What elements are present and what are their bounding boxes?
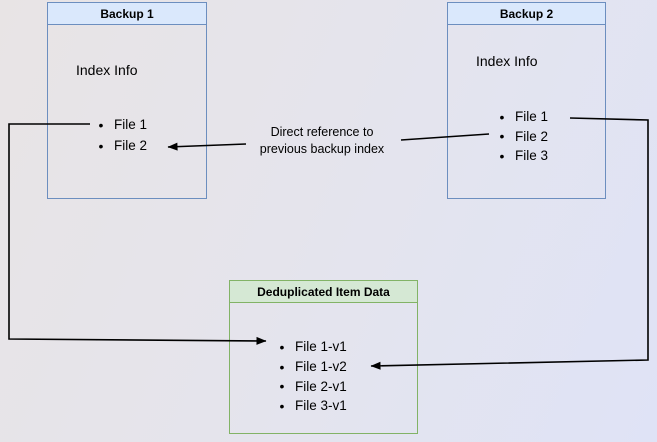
backup2-header: Backup 2	[448, 3, 605, 25]
direct-reference-label-line2: previous backup index	[259, 142, 385, 156]
list-item: File 3-v1	[277, 396, 347, 416]
file-label: File 1	[114, 117, 148, 132]
list-item: File 2	[96, 135, 147, 156]
bullet-icon	[277, 398, 287, 414]
bullet-icon	[277, 359, 287, 375]
list-item: File 2-v1	[277, 376, 347, 396]
backup1-index-info-label: Index Info	[76, 62, 138, 78]
bullet-icon	[497, 148, 507, 164]
list-item: File 1	[96, 114, 147, 135]
list-item: File 1	[497, 107, 548, 127]
list-item: File 1-v1	[277, 337, 347, 357]
bullet-icon	[497, 128, 507, 144]
bullet-icon	[277, 339, 287, 355]
dedup-title: Deduplicated Item Data	[257, 284, 390, 299]
file-label: File 1-v2	[295, 359, 347, 375]
backup2-title: Backup 2	[499, 6, 554, 21]
dedup-file-list: File 1-v1 File 1-v2 File 2-v1 File 3-v1	[277, 337, 347, 416]
backup1-box: Backup 1 Index Info File 1 File 2	[47, 2, 207, 199]
backup1-title: Backup 1	[100, 6, 154, 21]
dedup-header: Deduplicated Item Data	[230, 281, 417, 303]
backup1-header: Backup 1	[48, 3, 206, 25]
backup1-file-list: File 1 File 2	[96, 114, 147, 156]
file-label: File 2	[515, 128, 549, 144]
bullet-icon	[277, 378, 287, 394]
direct-reference-label: Direct reference to previous backup inde…	[237, 124, 407, 158]
backup2-file-list: File 1 File 2 File 3	[497, 107, 548, 166]
bullet-icon	[96, 117, 106, 133]
backup2-box: Backup 2 Index Info File 1 File 2 File 3	[447, 2, 606, 199]
bullet-icon	[96, 138, 106, 154]
file-label: File 2	[114, 138, 148, 153]
file-label: File 3	[515, 148, 549, 164]
list-item: File 3	[497, 146, 548, 166]
file-label: File 1-v1	[295, 339, 347, 355]
dedup-box: Deduplicated Item Data File 1-v1 File 1-…	[229, 280, 418, 434]
direct-reference-label-line1: Direct reference to	[270, 125, 374, 139]
list-item: File 2	[497, 127, 548, 147]
bullet-icon	[497, 109, 507, 125]
file-label: File 1	[515, 109, 549, 125]
file-label: File 3-v1	[295, 398, 347, 414]
file-label: File 2-v1	[295, 378, 347, 394]
list-item: File 1-v2	[277, 357, 347, 377]
backup2-index-info-label: Index Info	[476, 53, 538, 69]
